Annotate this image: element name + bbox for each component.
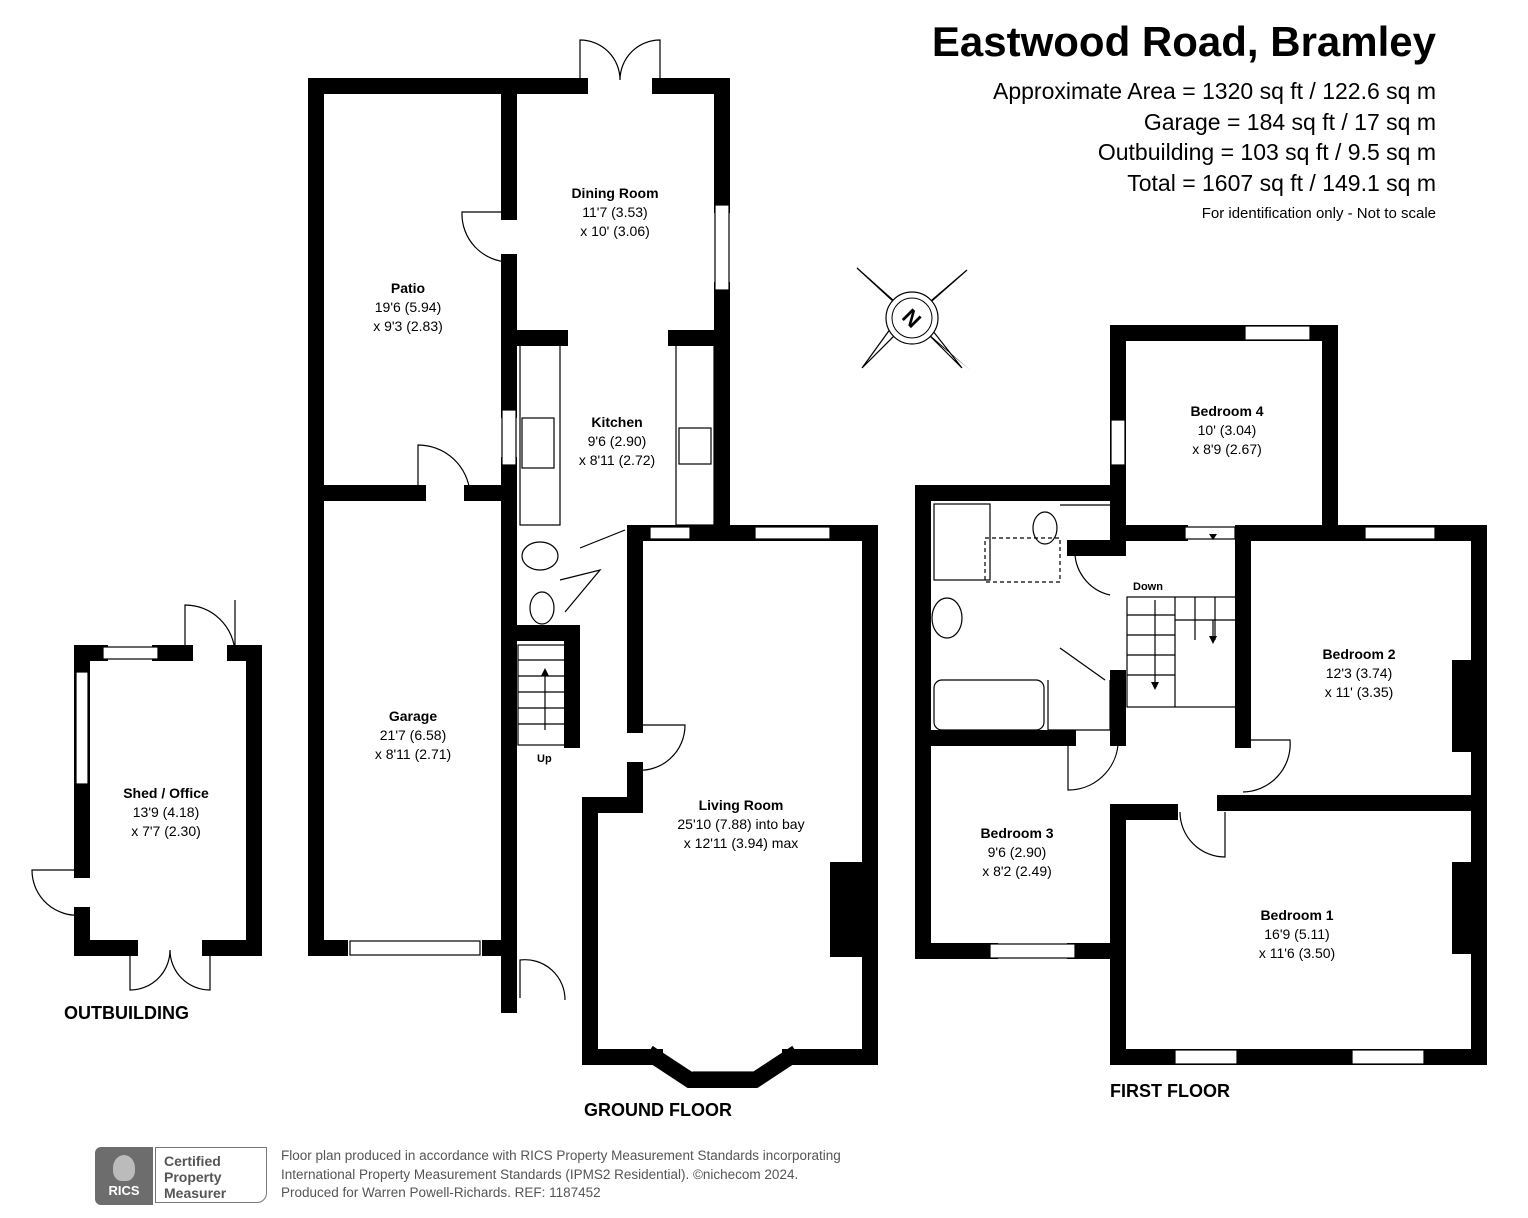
property-title: Eastwood Road, Bramley (931, 18, 1436, 65)
svg-text:19'6 (5.94): 19'6 (5.94) (375, 299, 442, 315)
stairs-down-label: Down (1133, 581, 1163, 593)
outbuilding-label: OUTBUILDING (64, 1003, 189, 1023)
compass-rose-icon: N (856, 267, 970, 370)
svg-text:Patio: Patio (391, 280, 425, 296)
room-bedroom-3: Bedroom 3 9'6 (2.90) x 8'2 (2.49) (980, 825, 1053, 879)
lion-icon (113, 1155, 135, 1181)
kitchen-worktop (519, 344, 561, 526)
svg-text:25'10 (7.88) into bay: 25'10 (7.88) into bay (677, 816, 804, 832)
room-shed: Shed / Office 13'9 (4.18) x 7'7 (2.30) (123, 785, 209, 839)
svg-text:x 11' (3.35): x 11' (3.35) (1325, 684, 1394, 700)
outbuilding-walls (74, 645, 262, 956)
room-garage: Garage 21'7 (6.58) x 8'11 (2.71) (375, 708, 451, 762)
first-floor-walls (915, 325, 1487, 1065)
stairs-up-label: Up (537, 753, 552, 765)
door (1074, 547, 1111, 596)
svg-text:16'9 (5.11): 16'9 (5.11) (1264, 926, 1329, 942)
room-bedroom-2: Bedroom 2 12'3 (3.74) x 11' (3.35) (1322, 646, 1395, 700)
rics-logo-text: RICS (108, 1183, 140, 1198)
svg-text:Bedroom 3: Bedroom 3 (980, 825, 1053, 841)
window (1244, 325, 1311, 341)
svg-text:x 9'3 (2.83): x 9'3 (2.83) (373, 318, 443, 334)
area-summary: Approximate Area = 1320 sq ft / 122.6 sq… (993, 76, 1436, 198)
window (75, 671, 89, 785)
badge-line: Measurer (164, 1185, 227, 1201)
window (754, 526, 831, 540)
footer-text: Floor plan produced in accordance with R… (281, 1147, 841, 1203)
window (1364, 526, 1436, 540)
badge-line: Property (164, 1169, 222, 1185)
svg-text:x 8'2 (2.49): x 8'2 (2.49) (982, 863, 1052, 879)
ground-floor-label: GROUND FLOOR (584, 1100, 732, 1120)
footer-line: Produced for Warren Powell-Richards. REF… (281, 1185, 601, 1200)
basin-icon (521, 541, 559, 571)
window (989, 943, 1076, 959)
footer-line: Floor plan produced in accordance with R… (281, 1148, 841, 1163)
window (1174, 1049, 1238, 1065)
stairs-down (1126, 534, 1238, 708)
door (129, 948, 211, 991)
svg-text:x 11'6 (3.50): x 11'6 (3.50) (1259, 945, 1335, 961)
first-floor-label: FIRST FLOOR (1110, 1081, 1230, 1101)
svg-text:Bedroom 2: Bedroom 2 (1322, 646, 1395, 662)
scale-note: For identification only - Not to scale (1201, 205, 1436, 222)
door (184, 600, 236, 654)
svg-text:Garage: Garage (389, 708, 437, 724)
svg-text:x 12'11 (3.94) max: x 12'11 (3.94) max (684, 835, 798, 851)
window (1351, 1049, 1425, 1065)
area-outbuilding: Outbuilding = 103 sq ft / 9.5 sq m (1097, 139, 1436, 165)
svg-text:Dining Room: Dining Room (571, 185, 658, 201)
hob-icon (678, 427, 712, 465)
svg-text:9'6 (2.90): 9'6 (2.90) (988, 844, 1047, 860)
rics-logo: RICS (95, 1147, 153, 1205)
door (1067, 744, 1119, 791)
svg-text:x 8'9 (2.67): x 8'9 (2.67) (1192, 441, 1262, 457)
svg-text:12'3 (3.74): 12'3 (3.74) (1326, 665, 1393, 681)
svg-text:x 7'7 (2.30): x 7'7 (2.30) (131, 823, 201, 839)
sink-icon (521, 417, 555, 469)
stairs-up (517, 644, 573, 746)
svg-text:Bedroom 4: Bedroom 4 (1190, 403, 1263, 419)
svg-text:Bedroom 1: Bedroom 1 (1260, 907, 1333, 923)
svg-text:9'6 (2.90): 9'6 (2.90) (588, 433, 647, 449)
area-garage: Garage = 184 sq ft / 17 sq m (1143, 108, 1436, 135)
svg-text:x 8'11 (2.71): x 8'11 (2.71) (375, 746, 451, 762)
door (1242, 739, 1291, 793)
svg-text:11'7 (3.53): 11'7 (3.53) (582, 204, 647, 220)
area-total: Total = 1607 sq ft / 149.1 sq m (1127, 169, 1436, 196)
room-patio: Patio 19'6 (5.94) x 9'3 (2.83) (373, 280, 443, 334)
window (501, 409, 517, 466)
area-approximate: Approximate Area = 1320 sq ft / 122.6 sq… (992, 78, 1436, 104)
room-bedroom-4: Bedroom 4 10' (3.04) x 8'9 (2.67) (1190, 403, 1263, 457)
svg-text:x 8'11 (2.72): x 8'11 (2.72) (579, 452, 655, 468)
window (714, 204, 730, 291)
svg-text:Shed / Office: Shed / Office (123, 785, 209, 801)
kitchen-worktop (675, 344, 715, 526)
footer-line: International Property Measurement Stand… (281, 1166, 799, 1182)
window (1110, 419, 1126, 466)
room-kitchen: Kitchen 9'6 (2.90) x 8'11 (2.72) (579, 414, 655, 468)
window (102, 646, 159, 660)
svg-text:x 10' (3.06): x 10' (3.06) (580, 223, 650, 239)
bathroom-fittings (931, 503, 1111, 731)
room-dining: Dining Room 11'7 (3.53) x 10' (3.06) (571, 185, 658, 239)
svg-text:13'9 (4.18): 13'9 (4.18) (133, 804, 200, 820)
window (349, 940, 481, 956)
svg-text:10' (3.04): 10' (3.04) (1198, 422, 1257, 438)
window (1184, 526, 1236, 540)
svg-text:21'7 (6.58): 21'7 (6.58) (380, 727, 447, 743)
certified-badge: Certified Property Measurer (155, 1147, 267, 1203)
window (649, 526, 691, 540)
doors (417, 39, 686, 1001)
badge-line: Certified (164, 1153, 221, 1169)
door (1179, 811, 1226, 858)
svg-text:Living Room: Living Room (699, 797, 784, 813)
door (31, 869, 83, 916)
svg-text:Kitchen: Kitchen (591, 414, 642, 430)
room-living: Living Room 25'10 (7.88) into bay x 12'11 … (677, 797, 804, 851)
room-bedroom-1: Bedroom 1 16'9 (5.11) x 11'6 (3.50) (1259, 907, 1335, 961)
toilet-icon (529, 591, 555, 625)
